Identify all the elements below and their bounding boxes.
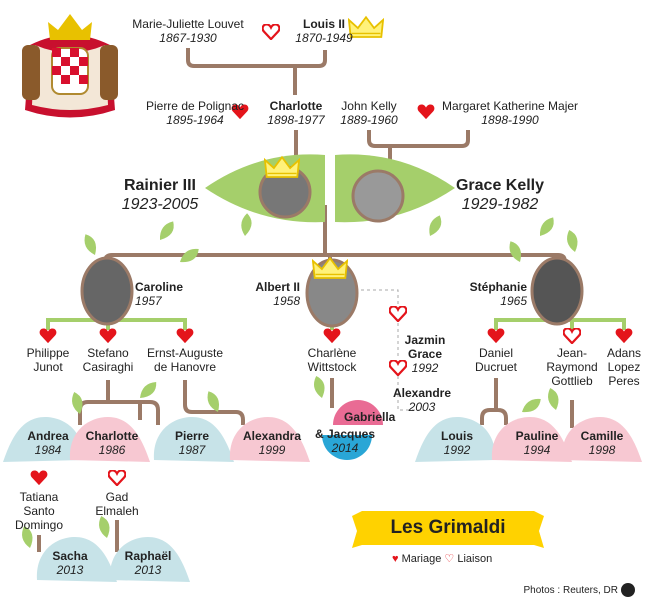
grandchild-gabriella: Gabriella (344, 410, 396, 424)
stephanie-photo (530, 256, 584, 326)
child-leaf (3, 417, 84, 462)
green-leaf-icon (72, 391, 83, 414)
heart-filled-icon (323, 328, 341, 344)
green-leaf-icon (539, 217, 554, 236)
coat-of-arms-icon (22, 14, 118, 118)
green-leaf-icon (22, 525, 33, 548)
green-leaf-icon (99, 515, 110, 538)
legend-marriage: Mariage (401, 553, 442, 565)
child-leaf (109, 537, 190, 582)
green-leaf-icon (207, 391, 220, 412)
green-leaf-icon (84, 234, 97, 255)
green-leaf-icon (522, 398, 541, 413)
heart-outline-icon (389, 306, 407, 322)
photo-credit: Photos : Reuters, DR (523, 585, 618, 596)
green-leaf-icon (567, 229, 578, 252)
caroline-photo (80, 256, 134, 326)
child-leaf (491, 417, 572, 462)
child-leaf (36, 537, 117, 582)
jacques-pie (322, 435, 372, 460)
green-leaf-icon (159, 221, 174, 240)
green-leaf-icon (241, 213, 252, 236)
heart-filled-icon: ♥ (392, 553, 399, 565)
heart-outline-icon: ♡ (444, 553, 455, 565)
child-leaf (153, 417, 234, 462)
gabriella-pie (333, 400, 383, 425)
child-leaf (561, 417, 642, 462)
green-leaf-icon (314, 375, 325, 398)
heart-filled-icon (99, 328, 117, 344)
heart-filled-icon (39, 328, 57, 344)
heart-outline-icon (262, 24, 280, 40)
afp-logo-icon (621, 583, 635, 597)
child-leaf (69, 417, 150, 462)
grace-photo (351, 169, 405, 223)
heart-outline-icon (108, 470, 126, 486)
legend: ♥ Mariage ♡ Liaison (392, 552, 492, 566)
green-leaf-icon (140, 381, 157, 398)
heart-filled-icon (615, 328, 633, 344)
green-leaf-icon (548, 387, 559, 410)
child-leaf (229, 417, 310, 462)
green-leaf-icon (509, 241, 522, 262)
leaves (3, 213, 642, 582)
heart-filled-icon (176, 328, 194, 344)
heart-outline-icon (563, 328, 581, 344)
title-banner: Les Grimaldi (362, 511, 534, 545)
liaison-dashed-line (355, 289, 420, 411)
heart-filled-icon (417, 104, 435, 120)
child-leaf (415, 417, 496, 462)
green-leaf-icon (429, 215, 442, 236)
green-leaf-icon (180, 248, 199, 263)
heart-filled-icon (30, 470, 48, 486)
legend-liaison: Liaison (457, 553, 493, 565)
heart-filled-icon (487, 328, 505, 344)
